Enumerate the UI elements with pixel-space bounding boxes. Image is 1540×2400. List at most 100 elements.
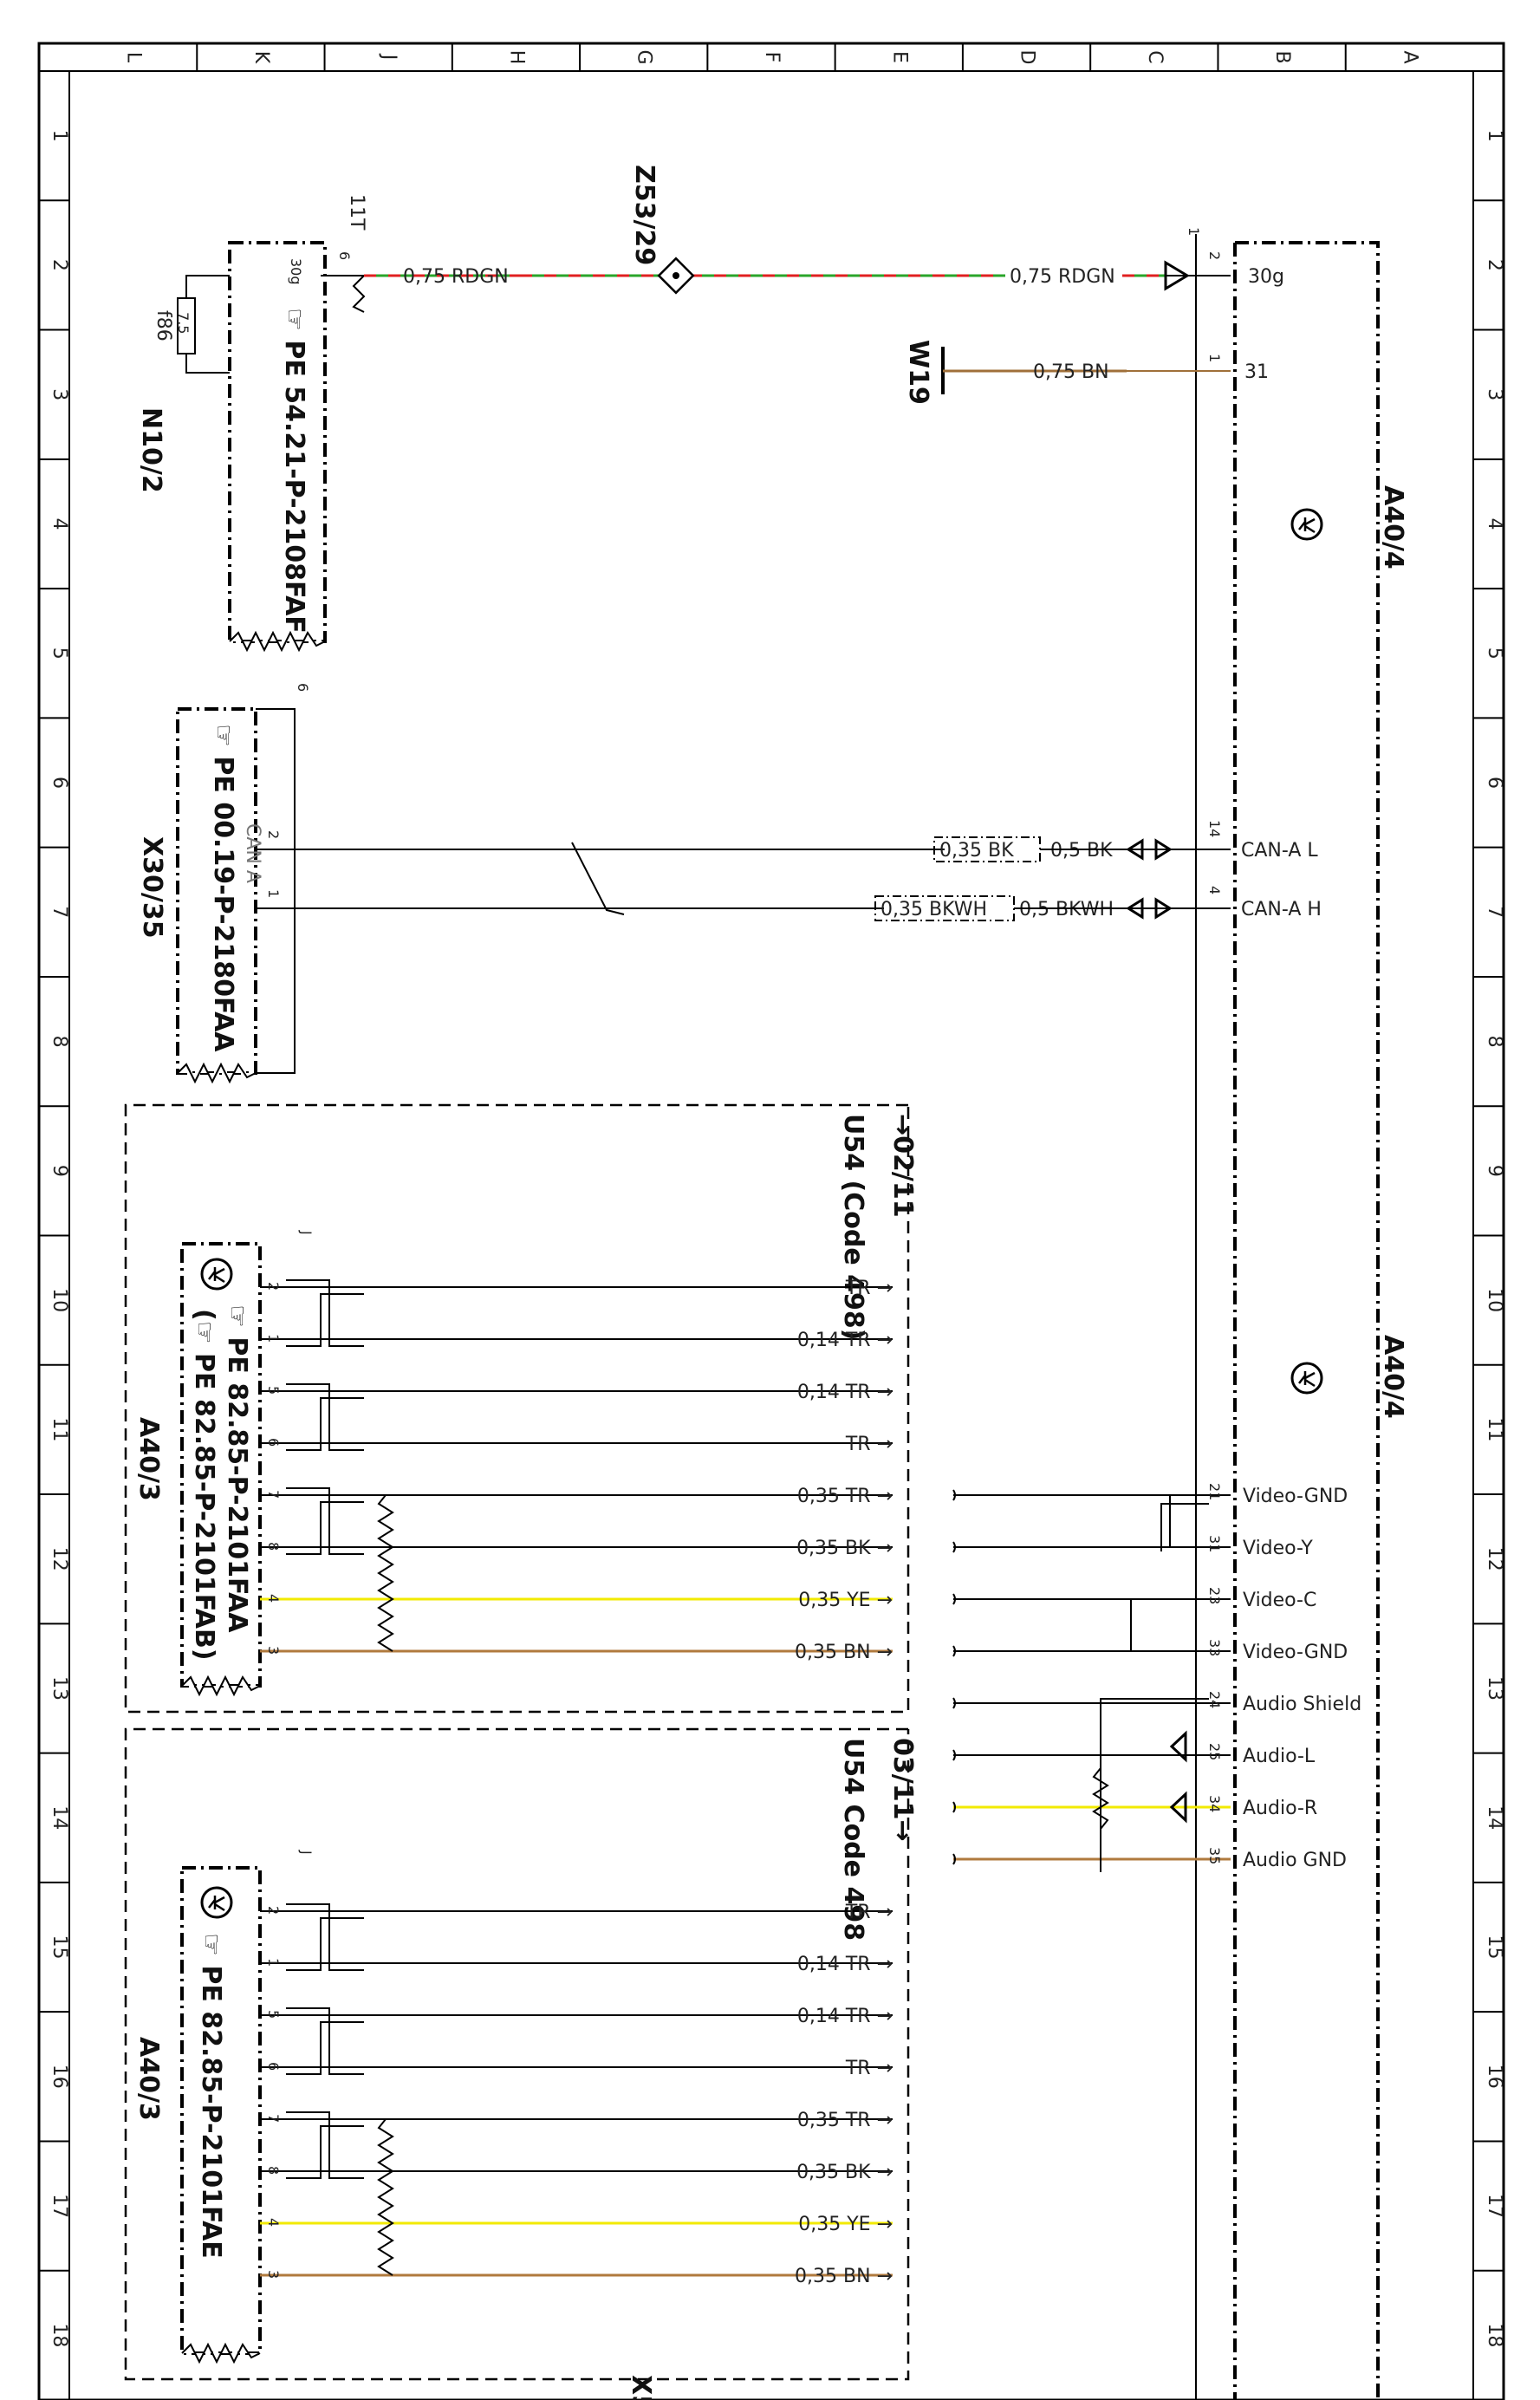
pin-number: 7 [265, 2114, 282, 2123]
terminal-label: CAN-A L [1241, 840, 1318, 862]
wire-label: 0,35 BK → [796, 2162, 893, 2183]
row-number: 17 [1484, 2194, 1505, 2218]
row-number: 7 [49, 906, 70, 918]
row-number: 3 [49, 388, 70, 400]
block-ref: 03/11→ [887, 1738, 918, 1842]
wire-break-mark [952, 1541, 956, 1553]
wire-label: TR → [845, 1902, 893, 1923]
row-number: 10 [49, 1288, 70, 1312]
fuse-pin-label: 11T [346, 194, 367, 231]
pin-number: 8 [265, 1542, 282, 1551]
twisted-pair-marker [286, 2007, 364, 2075]
wire-label: 0,75 BN [1033, 361, 1109, 383]
terminal-label: Video-GND [1243, 1642, 1348, 1663]
row-number: 16 [49, 2065, 70, 2089]
pin-number: 5 [265, 2010, 282, 2019]
terminal-label: Audio GND [1243, 1850, 1347, 1871]
control-unit-icon [200, 1886, 233, 1919]
row-number: 12 [49, 1547, 70, 1571]
row-number: 1 [49, 130, 70, 142]
wire-label: 0,35 BK → [796, 1538, 893, 1559]
block-code: U54 (Code 498) [838, 1114, 868, 1341]
twisted-pair-marker [286, 1397, 364, 1451]
control-unit-icon [1290, 508, 1323, 541]
fuse-rating: 7,5 [175, 312, 192, 334]
column-letter: B [1271, 50, 1293, 63]
fuse-module-n10-2: 7,5 f86 30g 6 ☞ PE 54.21-P-2108FAF N10/2 [136, 241, 353, 653]
row-number: 4 [1484, 517, 1505, 530]
row-number: 2 [49, 259, 70, 271]
column-letter: K [250, 51, 272, 64]
row-number: 17 [49, 2194, 70, 2218]
row-number: 18 [49, 2323, 70, 2347]
splice-label: Z53/29 [629, 165, 660, 265]
twisted-pair-marker [286, 2125, 364, 2179]
lower-signal-wires: TR →20,14 TR →10,14 TR →5TR →60,35 TR →7… [260, 1902, 893, 2287]
wire-label: 0,35 BN → [795, 2266, 893, 2287]
row-number: 18 [1484, 2323, 1505, 2347]
wire-label: TR → [845, 2058, 893, 2079]
pin-number: 34 [1206, 1795, 1223, 1812]
pe-ref: ☞ PE 82.85-P-2101FAA [222, 1304, 252, 1633]
twisted-pair-marker [286, 1903, 364, 1971]
row-number: 16 [1484, 2065, 1505, 2089]
shield-zigzag [377, 2118, 394, 2276]
column-letter: H [505, 50, 527, 65]
row-number: 9 [49, 1165, 70, 1177]
pin-number: 33 [1206, 1639, 1223, 1656]
row-number: 15 [1484, 1935, 1505, 1960]
row-number: 12 [1484, 1547, 1505, 1571]
twisted-pair-marker [286, 1917, 364, 1971]
pe-ref: ☞ PE 82.85-P-2101FAE [196, 1933, 226, 2259]
pin-number: 6 [265, 2062, 282, 2071]
pin-number: 14 [1206, 820, 1223, 837]
page-frame [37, 42, 1505, 2400]
pin-number: 7 [265, 1490, 282, 1499]
column-letter: J [378, 53, 400, 61]
option-block-lower: 03/11→ U54 Code 498 J ☞ PE 82.85-P-2101F… [124, 1727, 918, 2381]
pin-number: 1 [1206, 354, 1223, 362]
row-number: 8 [49, 1036, 70, 1048]
column-letter: C [1144, 50, 1166, 63]
pin-number: 4 [265, 1594, 282, 1603]
wire-label: 0,35 BN → [795, 1642, 893, 1663]
wire-label: TR → [845, 1278, 893, 1299]
shield-wiring [1092, 1494, 1209, 1872]
twisted-pair-marker [286, 2021, 364, 2075]
shield-zigzag [377, 1494, 394, 1652]
wire-break-mark [952, 1801, 956, 1813]
pe-ref: ☞ PE 54.21-P-2108FAF [279, 308, 309, 634]
pin-number: 1 [265, 889, 282, 898]
pin-number: 35 [1206, 1847, 1223, 1864]
wire-label: 0,35 TR → [797, 1486, 893, 1507]
twisted-pair-marker [286, 1293, 364, 1347]
row-number: 9 [1484, 1165, 1505, 1177]
twisted-pair-icon [1126, 838, 1173, 920]
terminal-label: 31 [1244, 361, 1269, 383]
wire-label: 0,5 BKWH [1019, 899, 1114, 920]
module-label: A40/4 [1378, 485, 1408, 569]
page-continuation: X5 [626, 2375, 656, 2400]
row-number: 5 [49, 647, 70, 660]
row-number: 6 [49, 777, 70, 789]
connector-pin: 6 [295, 683, 311, 692]
pin-number: 1 [265, 1334, 282, 1343]
module-label: A40/4 [1378, 1335, 1408, 1419]
pin-number: 31 [1206, 1535, 1223, 1552]
twisted-pair-marker [286, 1501, 364, 1555]
control-unit-icon [200, 1258, 233, 1291]
wire-label: 0,14 TR → [797, 1382, 893, 1403]
twisted-pair-marker [286, 1383, 364, 1451]
connector-letter: J [298, 1230, 315, 1235]
wire-label: 0,35 TR → [797, 2110, 893, 2131]
wire-label: 0,35 BKWH [880, 899, 987, 920]
pin-number: 4 [265, 2218, 282, 2227]
wire-label: 0,14 TR → [797, 2006, 893, 2027]
module-a40-4: A40/4 A40/4 [1195, 234, 1408, 2400]
connector-letter: J [298, 1850, 315, 1855]
fuse-pin-num: 6 [336, 251, 353, 260]
can-label: CAN A [242, 823, 263, 883]
terminal-label: 30g [1248, 266, 1284, 288]
row-number: 11 [1484, 1417, 1505, 1441]
module-label: X30/35 [137, 836, 167, 939]
